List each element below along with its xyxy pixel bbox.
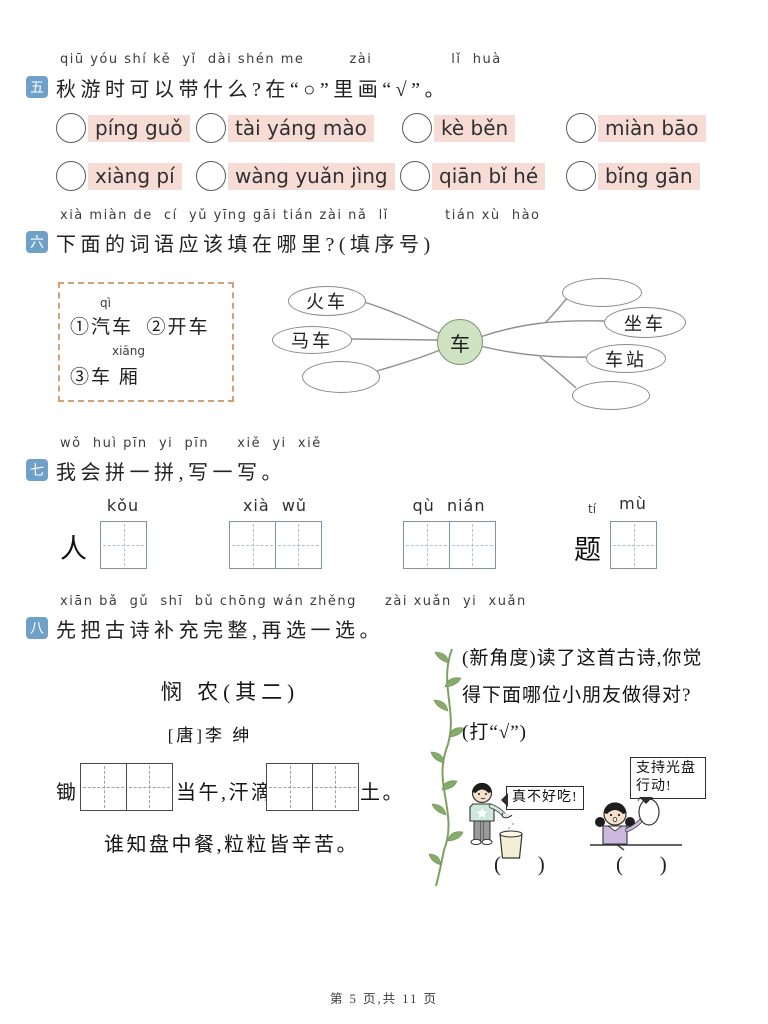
- wordbox-pinyin-qi: qì: [100, 296, 111, 310]
- answer-paren-girl[interactable]: ( ): [616, 852, 667, 876]
- writing-grid-qunian: [403, 521, 496, 569]
- section8-pinyin: xiān bǎ gǔ shī bǔ chōng wán zhěng zài xu…: [60, 594, 527, 609]
- writing-cell[interactable]: [274, 521, 322, 569]
- writing-cell[interactable]: [311, 763, 359, 811]
- option-label: tài yáng mào: [228, 114, 374, 142]
- mindmap-node-empty-bottomright[interactable]: [572, 381, 650, 410]
- section6-badge: 六: [26, 231, 48, 253]
- answer-circle[interactable]: [566, 113, 596, 143]
- poem-blank-grid-2: [266, 763, 359, 811]
- answer-paren-boy[interactable]: ( ): [494, 852, 545, 876]
- writing-cell[interactable]: [610, 521, 657, 569]
- option-keben: kè běn: [402, 113, 516, 143]
- answer-circle[interactable]: [56, 161, 86, 191]
- question-text: (新角度)读了这首古诗,你觉得下面哪位小朋友做得对?(打“√”): [462, 648, 703, 743]
- mindmap-node-mache: 马车: [272, 326, 352, 354]
- mindmap-node-chezhan: 车站: [586, 344, 666, 373]
- boy-wasting-food-illustration: [469, 782, 523, 859]
- section7-badge: 七: [26, 459, 48, 481]
- answer-circle[interactable]: [400, 161, 430, 191]
- mindmap-node-empty-left[interactable]: [302, 361, 380, 393]
- option-label: píng guǒ: [88, 114, 190, 142]
- writing-cell[interactable]: [125, 763, 173, 811]
- poem-line1-middle: 当午,汗滴: [176, 782, 274, 804]
- mindmap-node-empty-topright[interactable]: [562, 278, 642, 307]
- girl-clean-plate-illustration: [590, 793, 682, 851]
- section5-badge: 五: [26, 76, 48, 98]
- section7-title: 我会拼一拼,写一写。: [56, 462, 286, 484]
- writing-cell[interactable]: [266, 763, 313, 811]
- section5-pinyin: qiū yóu shí kě yǐ dài shén me zài lǐ huà: [60, 52, 502, 67]
- section6-title: 下面的词语应该填在哪里?(填序号): [56, 234, 435, 256]
- writing-cell[interactable]: [100, 521, 147, 569]
- boy-speech-text: 真不好吃!: [512, 790, 578, 805]
- mindmap-lines: [349, 296, 605, 389]
- option-taiyangmao: tài yáng mào: [196, 113, 374, 143]
- boy-speech-bubble: 真不好吃!: [501, 786, 584, 810]
- section8-title: 先把古诗补充完整,再选一选。: [56, 620, 384, 642]
- pinyin-kou: kǒu: [106, 496, 140, 515]
- option-label: miàn bāo: [598, 114, 706, 142]
- writing-cell[interactable]: [403, 521, 450, 569]
- poem-title: 悯 农(其二): [160, 680, 300, 704]
- option-label: qiān bǐ hé: [432, 162, 546, 190]
- answer-circle[interactable]: [196, 161, 226, 191]
- hanzi-ti: 题: [574, 535, 601, 565]
- hanzi-ren: 人: [60, 534, 87, 564]
- section7-pinyin: wǒ huì pīn yi pīn xiě yi xiě: [60, 436, 322, 451]
- bubble-tail: [494, 793, 508, 807]
- word-choices-box: qì ①汽车 ②开车 xiāng ③车 厢: [58, 282, 234, 402]
- bubble-tail: [639, 797, 653, 811]
- section8-badge: 八: [26, 617, 48, 639]
- answer-circle[interactable]: [566, 161, 596, 191]
- pinyin-mu: mù: [619, 494, 647, 513]
- poem-line1-start: 锄: [56, 782, 79, 804]
- poem-author: [唐]李 绅: [167, 726, 253, 745]
- poem-line1-end: 土。: [360, 782, 405, 804]
- option-label: wàng yuǎn jìng: [228, 162, 395, 190]
- mindmap-node-zuoche: 坐车: [604, 307, 686, 338]
- pinyin-qunian: qù nián: [412, 496, 486, 515]
- option-pingguo: píng guǒ: [56, 113, 190, 143]
- section6-pinyin: xià miàn de cí yǔ yīng gāi tián zài nǎ l…: [60, 208, 541, 223]
- girl-speech-text: 支持光盘行动!: [636, 761, 696, 794]
- option-binggan: bǐng gān: [566, 161, 700, 191]
- writing-cell[interactable]: [80, 763, 127, 811]
- answer-circle[interactable]: [56, 113, 86, 143]
- pinyin-xiawu: xià wǔ: [242, 496, 308, 515]
- writing-cell[interactable]: [448, 521, 496, 569]
- mindmap-center-che: 车: [437, 319, 483, 365]
- answer-circle[interactable]: [196, 113, 226, 143]
- writing-grid-xiawu: [229, 521, 322, 569]
- writing-grid-mu: [610, 521, 657, 569]
- mindmap-node-huoche: 火车: [288, 286, 366, 316]
- wordbox-line1: ①汽车 ②开车: [70, 317, 210, 338]
- poem-blank-grid-1: [80, 763, 173, 811]
- option-label: bǐng gān: [598, 162, 700, 190]
- answer-circle[interactable]: [402, 113, 432, 143]
- pinyin-ti: tí: [588, 502, 597, 516]
- writing-cell[interactable]: [229, 521, 276, 569]
- vine-decoration-icon: [428, 648, 465, 887]
- wordbox-line2: ③车 厢: [70, 367, 140, 388]
- option-xiangpi: xiàng pí: [56, 161, 182, 191]
- option-label: xiàng pí: [88, 162, 182, 190]
- option-label: kè běn: [434, 114, 516, 142]
- girl-speech-bubble: 支持光盘行动!: [630, 757, 706, 804]
- poem-line2: 谁知盘中餐,粒粒皆辛苦。: [104, 834, 359, 856]
- option-qianbihe: qiān bǐ hé: [400, 161, 546, 191]
- page-footer: 第 5 页,共 11 页: [330, 992, 438, 1006]
- writing-grid-kou: [100, 521, 147, 569]
- option-mianbao: miàn bāo: [566, 113, 706, 143]
- wordbox-pinyin-xiang: xiāng: [112, 344, 146, 358]
- option-wangyuanjing: wàng yuǎn jìng: [196, 161, 395, 191]
- section5-title: 秋游时可以带什么?在“○”里画“√”。: [56, 79, 449, 101]
